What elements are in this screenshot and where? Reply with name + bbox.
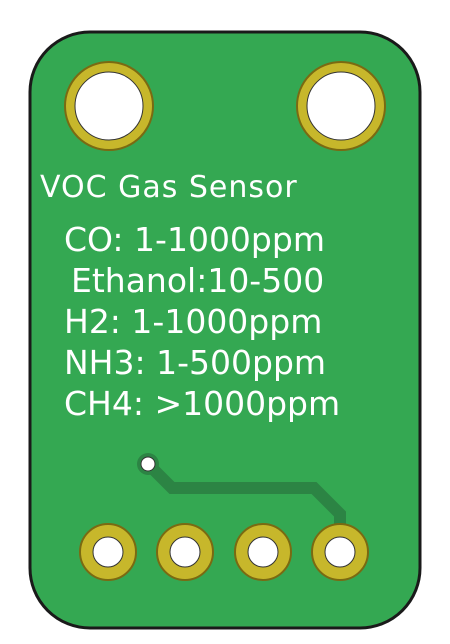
spec-line-co: CO: 1-1000ppm bbox=[64, 220, 325, 259]
spec-line-nh3: NH3: 1-500ppm bbox=[64, 343, 326, 382]
header-pad-1 bbox=[79, 523, 137, 581]
pcb-outline bbox=[28, 30, 422, 630]
spec-line-ethanol: Ethanol:10-500 bbox=[71, 261, 324, 300]
via bbox=[137, 453, 159, 475]
spec-line-h2: H2: 1-1000ppm bbox=[64, 302, 322, 341]
mounting-hole-right bbox=[296, 61, 386, 151]
header-pad-2 bbox=[156, 523, 214, 581]
header-pad-3 bbox=[234, 523, 292, 581]
mounting-hole-left bbox=[64, 61, 154, 151]
board-title: VOC Gas Sensor bbox=[40, 170, 298, 205]
spec-line-ch4: CH4: >1000ppm bbox=[64, 384, 340, 423]
copper-trace bbox=[143, 459, 346, 540]
header-pad-4 bbox=[311, 523, 369, 581]
